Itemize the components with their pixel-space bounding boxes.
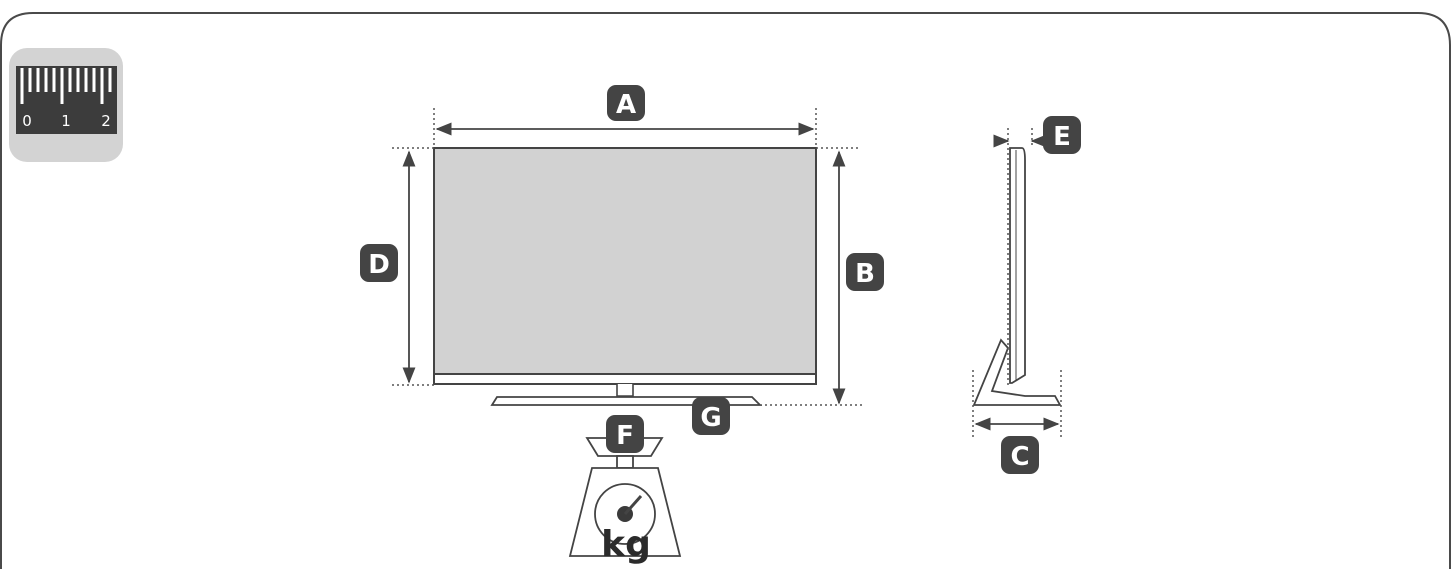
ruler-number-2: 2: [101, 112, 111, 130]
ruler-icon: 0 1 2: [9, 48, 123, 162]
page-frame: [0, 12, 1451, 569]
ruler-number-0: 0: [22, 112, 32, 130]
tv-stand-neck: [616, 384, 634, 397]
svg-text:B: B: [855, 259, 875, 289]
svg-text:A: A: [616, 90, 636, 120]
label-badge-c: C: [1001, 436, 1039, 474]
svg-text:F: F: [616, 421, 634, 451]
label-badge-a: A: [607, 85, 645, 121]
label-badge-d: D: [360, 244, 398, 282]
tv-screen: [433, 147, 817, 375]
svg-text:D: D: [368, 250, 390, 280]
ruler-number-1: 1: [61, 112, 71, 130]
svg-text:C: C: [1010, 442, 1029, 472]
tv-front-view: [433, 147, 817, 406]
label-badge-f: F: [606, 415, 644, 453]
label-badge-g: G: [692, 397, 730, 435]
label-badge-b: B: [846, 253, 884, 291]
svg-text:G: G: [700, 403, 721, 433]
weighing-scale-icon: [568, 437, 682, 557]
label-badge-e: E: [1043, 116, 1081, 154]
tv-side-view: [972, 147, 1062, 406]
svg-text:E: E: [1053, 122, 1071, 152]
scale-unit-label: kg: [601, 524, 651, 565]
front-guide-lines: [392, 108, 862, 406]
tv-bottom-bezel: [433, 373, 817, 385]
